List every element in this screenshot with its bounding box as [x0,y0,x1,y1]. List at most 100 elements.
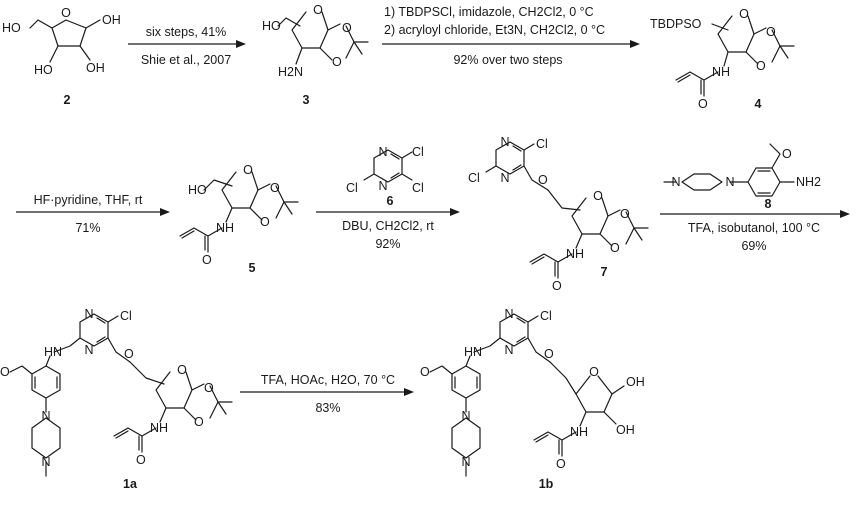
step-3-yield: 71% [75,221,100,235]
atom-label: N [671,175,680,189]
atom-label: N [500,171,509,185]
step-6-yield: 83% [315,401,340,415]
atom-label: OH [102,13,121,27]
atom-label: O [260,215,270,229]
atom-label: O [766,25,776,39]
atom-label: O [136,453,146,467]
atom-label: O [313,3,323,17]
atom-label: Cl [346,181,358,195]
atom-label: NH2 [796,175,821,189]
atom-label: N [461,409,470,423]
step-2-reagent-line-1: 1) TBDPSCl, imidazole, CH2Cl2, 0 °C [384,5,594,19]
atom-label: HO [188,183,207,197]
atom-label: NH [566,247,584,261]
step-4-yield: 92% [375,237,400,251]
atom-label: N [500,135,509,149]
reaction-arrow-step-4: N N Cl Cl Cl 6 DBU, CH2Cl2, rt 92% [316,145,460,251]
atom-label: Cl [120,309,132,323]
step-4-reagents: DBU, CH2Cl2, rt [342,219,434,233]
compound-7: N N Cl Cl O O O O NH O 7 [468,135,649,293]
atom-label: O [420,365,430,379]
atom-label: HO [34,63,53,77]
atom-label: Cl [468,171,480,185]
step-1-reagents: six steps, 41% [146,25,227,39]
step-2-reagent-line-2: 2) acryloyl chloride, Et3N, CH2Cl2, 0 °C [384,23,605,37]
compound-number: 4 [755,97,762,111]
reaction-arrow-step-3: HF·pyridine, THF, rt 71% [16,193,170,235]
atom-label: O [552,279,562,293]
atom-label: O [202,253,212,267]
atom-label: N [461,455,470,469]
atom-label: Cl [412,181,424,195]
atom-label: N [41,455,50,469]
atom-label: O [204,381,214,395]
compound-number: 8 [765,197,772,211]
atom-label: O [620,207,630,221]
compound-number: 6 [387,194,394,208]
atom-label: HN [44,345,62,359]
reaction-arrow-step-2: 1) TBDPSCl, imidazole, CH2Cl2, 0 °C 2) a… [382,5,640,67]
reaction-arrow-step-1: six steps, 41% Shie et al., 2007 [128,25,246,67]
atom-label: NH [712,65,730,79]
atom-label: H2N [278,65,303,79]
compound-number: 5 [249,261,256,275]
atom-label: OH [86,61,105,75]
atom-label: O [610,241,620,255]
compound-1b: N N Cl O HN O N N O OH OH NH O 1b [420,307,645,491]
compound-1a: N N Cl O HN O N N O O O NH O 1a [0,307,233,491]
atom-label: O [544,347,554,361]
atom-label: O [0,365,10,379]
atom-label: O [756,59,766,73]
compound-6: N N Cl Cl Cl 6 [346,145,424,208]
atom-label: HO [2,21,21,35]
atom-label: O [739,7,749,21]
atom-label: Cl [540,309,552,323]
step-5-yield: 69% [741,239,766,253]
atom-label: N [378,145,387,159]
atom-label: N [504,307,513,321]
step-6-reagents: TFA, HOAc, H2O, 70 °C [261,373,395,387]
atom-label: OH [626,375,645,389]
atom-label: Cl [536,137,548,151]
compound-4: TBDPSO O O O NH O 4 [650,7,795,111]
atom-label: NH [150,421,168,435]
compound-number: 7 [601,265,608,279]
atom-label: O [270,181,280,195]
step-2-yield: 92% over two steps [453,53,562,67]
atom-label: N [84,307,93,321]
atom-label: O [698,97,708,111]
atom-label: O [177,363,187,377]
atom-label: O [593,189,603,203]
atom-label: O [538,173,548,187]
compound-number: 2 [64,93,71,107]
compound-number: 3 [303,93,310,107]
atom-label: N [725,175,734,189]
compound-8: N N O NH2 8 [663,143,821,211]
atom-label: N [378,179,387,193]
atom-label: O [332,55,342,69]
reaction-arrow-step-5: N N O NH2 8 TFA, isobutanol, 100 °C 69% [660,143,850,253]
atom-label: O [589,365,599,379]
compound-number: 1b [539,477,554,491]
atom-label: NH [570,425,588,439]
atom-label: N [41,409,50,423]
step-3-reagents: HF·pyridine, THF, rt [34,193,143,207]
step-1-reference: Shie et al., 2007 [141,53,231,67]
atom-label: HO [262,19,281,33]
atom-label: Cl [412,145,424,159]
compound-2: O HO HO OH OH 2 [2,6,121,107]
atom-label: O [342,21,352,35]
atom-label: O [61,6,71,20]
atom-label: O [556,457,566,471]
atom-label: TBDPSO [650,17,702,31]
atom-label: O [782,147,792,161]
atom-label: HN [464,345,482,359]
reaction-arrow-step-6: TFA, HOAc, H2O, 70 °C 83% [240,373,414,415]
compound-5: HO O O O NH O 5 [179,163,299,275]
atom-label: N [504,343,513,357]
atom-label: N [84,343,93,357]
atom-label: O [194,415,204,429]
compound-3: HO O O O H2N 3 [262,3,369,107]
atom-label: OH [616,423,635,437]
